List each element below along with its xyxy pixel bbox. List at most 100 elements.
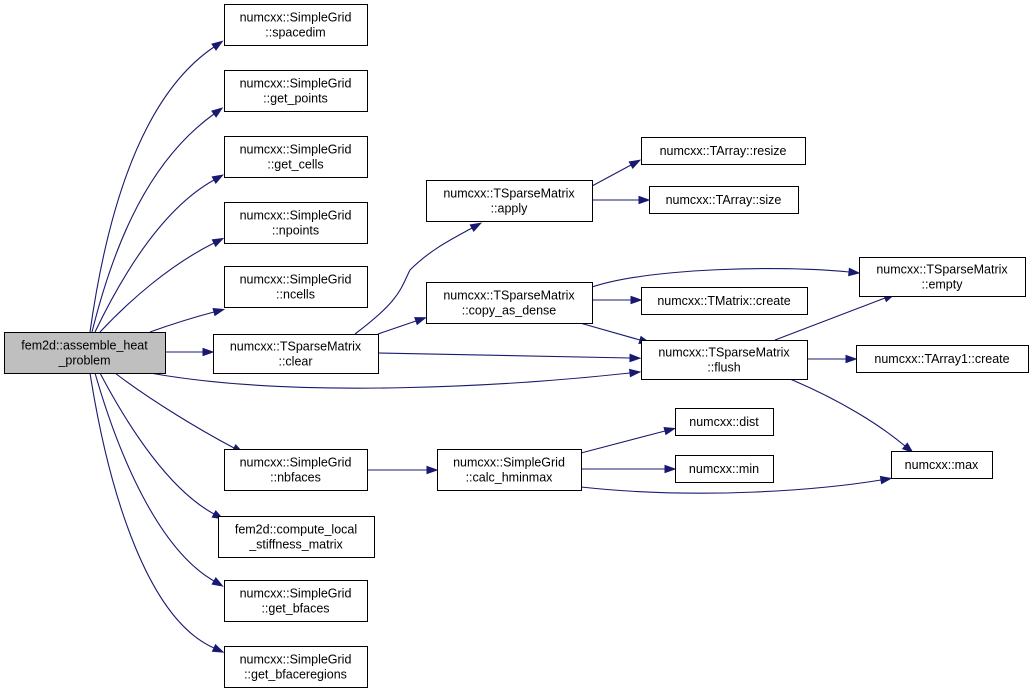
node-box[interactable] (641, 287, 808, 315)
edge-line (789, 378, 906, 447)
node-get-bfaceregions[interactable]: numcxx::SimpleGrid::get_bfaceregions (224, 646, 368, 688)
node-box[interactable] (675, 408, 774, 436)
edge-root-to-get_bfaceregions (89, 372, 225, 653)
node-box[interactable] (224, 202, 368, 244)
node-box[interactable] (426, 282, 593, 324)
node-size[interactable]: numcxx::TArray::size (649, 186, 799, 214)
arrow-head (664, 464, 677, 474)
node-label-line: fem2d::compute_local (235, 523, 357, 537)
node-label-line: ::calc_hminmax (466, 471, 554, 485)
edge-line (99, 372, 215, 515)
node-box[interactable] (437, 449, 582, 491)
node-min[interactable]: numcxx::min (675, 455, 774, 483)
node-get-bfaces[interactable]: numcxx::SimpleGrid::get_bfaces (224, 580, 368, 622)
edge-line (114, 372, 235, 449)
node-spacedim[interactable]: numcxx::SimpleGrid::spacedim (224, 4, 368, 46)
edge-line (99, 242, 215, 333)
node-npoints[interactable]: numcxx::SimpleGrid::npoints (224, 202, 368, 244)
node-label-line: numcxx::SimpleGrid (240, 587, 352, 601)
node-nbfaces[interactable]: numcxx::SimpleGrid::nbfaces (224, 449, 368, 491)
node-label-line: numcxx::SimpleGrid (240, 209, 352, 223)
node-max[interactable]: numcxx::max (891, 451, 993, 479)
node-ncells[interactable]: numcxx::SimpleGrid::ncells (224, 266, 368, 308)
node-label-line: numcxx::dist (689, 415, 759, 429)
node-box[interactable] (224, 70, 368, 112)
node-box[interactable] (224, 646, 368, 688)
node-label-line: numcxx::min (689, 462, 759, 476)
arrow-head (629, 368, 642, 378)
node-resize[interactable]: numcxx::TArray::resize (641, 137, 806, 165)
edge-copy_as_dense-to-empty (591, 267, 861, 288)
node-copy-as-dense[interactable]: numcxx::TSparseMatrix::copy_as_dense (426, 282, 593, 324)
node-compute-local[interactable]: fem2d::compute_local_stiffness_matrix (218, 516, 375, 558)
node-box[interactable] (891, 451, 993, 479)
node-label-line: ::empty (922, 278, 964, 292)
arrow-head (211, 40, 224, 51)
edge-root-to-get_points (91, 107, 224, 333)
node-get-points[interactable]: numcxx::SimpleGrid::get_points (224, 70, 368, 112)
edge-line (377, 320, 417, 335)
edge-line (774, 297, 886, 341)
node-dist[interactable]: numcxx::dist (675, 408, 774, 436)
arrow-head (426, 465, 439, 475)
node-box[interactable] (224, 580, 368, 622)
arrow-head (211, 174, 224, 184)
edge-line (91, 113, 215, 333)
node-label-line: numcxx::SimpleGrid (240, 456, 352, 470)
node-box[interactable] (218, 516, 375, 558)
node-box[interactable] (649, 186, 799, 214)
arrow-head (879, 475, 893, 485)
node-box[interactable] (426, 180, 593, 222)
node-label-line: numcxx::SimpleGrid (240, 77, 352, 91)
node-empty[interactable]: numcxx::TSparseMatrix::empty (859, 257, 1026, 297)
node-box[interactable] (641, 340, 808, 380)
node-root[interactable]: fem2d::assemble_heat_problem (4, 332, 166, 374)
node-label-line: ::clear (278, 355, 312, 369)
node-label-line: numcxx::SimpleGrid (240, 273, 352, 287)
node-label-line: numcxx::max (905, 458, 979, 472)
node-label-line: numcxx::TArray::resize (660, 144, 787, 158)
node-apply[interactable]: numcxx::TSparseMatrix::apply (426, 180, 593, 222)
edge-line (354, 227, 473, 335)
arrow-head (202, 347, 215, 357)
arrow-head (211, 237, 225, 248)
node-clear[interactable]: numcxx::TSparseMatrix::clear (213, 334, 379, 374)
edge-line (89, 46, 215, 333)
edge-nbfaces-to-calc_hminmax (367, 465, 439, 475)
node-box[interactable] (4, 332, 166, 374)
node-label-line: numcxx::TSparseMatrix (658, 346, 790, 360)
node-box[interactable] (224, 136, 368, 178)
node-label-line: numcxx::SimpleGrid (240, 653, 352, 667)
node-tmatrix-create[interactable]: numcxx::TMatrix::create (641, 287, 808, 315)
node-label-line: numcxx::TMatrix::create (657, 294, 790, 308)
node-box[interactable] (856, 345, 1029, 373)
node-label-line: numcxx::SimpleGrid (453, 456, 565, 470)
node-box[interactable] (224, 449, 368, 491)
edge-line (580, 479, 882, 494)
node-label-line: ::get_cells (267, 158, 323, 172)
node-flush[interactable]: numcxx::TSparseMatrix::flush (641, 340, 808, 380)
node-box[interactable] (641, 137, 806, 165)
edge-root-to-flush (149, 368, 642, 389)
node-label-line: ::flush (707, 361, 740, 375)
node-label-line: ::get_bfaces (261, 602, 329, 616)
edge-calc_hminmax-to-max (580, 475, 893, 494)
arrow-head (414, 317, 427, 326)
edge-root-to-npoints (99, 237, 225, 333)
node-box[interactable] (859, 257, 1026, 297)
node-label-line: ::ncells (276, 288, 315, 302)
node-box[interactable] (224, 266, 368, 308)
arrow-head (211, 107, 224, 118)
node-get-cells[interactable]: numcxx::SimpleGrid::get_cells (224, 136, 368, 178)
node-tarray1-create[interactable]: numcxx::TArray1::create (856, 345, 1029, 373)
arrow-head (663, 426, 677, 436)
node-box[interactable] (224, 4, 368, 46)
node-box[interactable] (213, 334, 379, 374)
arrow-head (845, 354, 858, 364)
edge-calc_hminmax-to-min (581, 464, 677, 474)
edge-clear-to-flush (377, 352, 642, 363)
node-calc-hminmax[interactable]: numcxx::SimpleGrid::calc_hminmax (437, 449, 582, 491)
node-box[interactable] (675, 455, 774, 483)
edge-line (579, 322, 641, 341)
